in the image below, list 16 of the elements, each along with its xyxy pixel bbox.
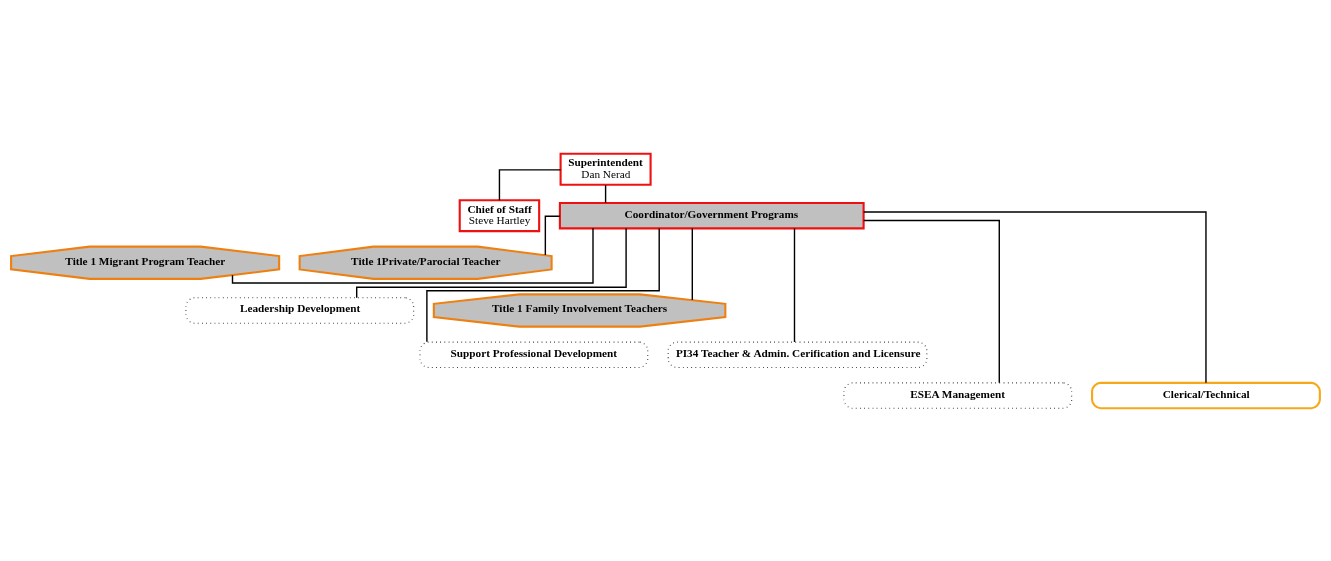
node-box: Clerical/Technical [1091, 381, 1321, 409]
connector [793, 227, 796, 343]
connector [426, 227, 660, 342]
node-box: Support Professional Development [419, 341, 649, 368]
connector [691, 227, 693, 301]
node-box: ESEA Management [843, 381, 1073, 409]
connector [231, 227, 594, 284]
connector [863, 219, 1000, 383]
connector [356, 227, 627, 298]
connector [498, 168, 562, 201]
node-box: PI34 Teacher & Admin. Cerification and Licensure [667, 341, 928, 368]
connector [863, 210, 1207, 383]
node-box: Superintendent Dan Nerad [559, 152, 652, 186]
node-box: Chief of Staff Steve Hartley [458, 198, 541, 232]
node-box: Leadership Development [185, 296, 415, 324]
node-box: Coordinator/Government Programs [558, 201, 865, 229]
